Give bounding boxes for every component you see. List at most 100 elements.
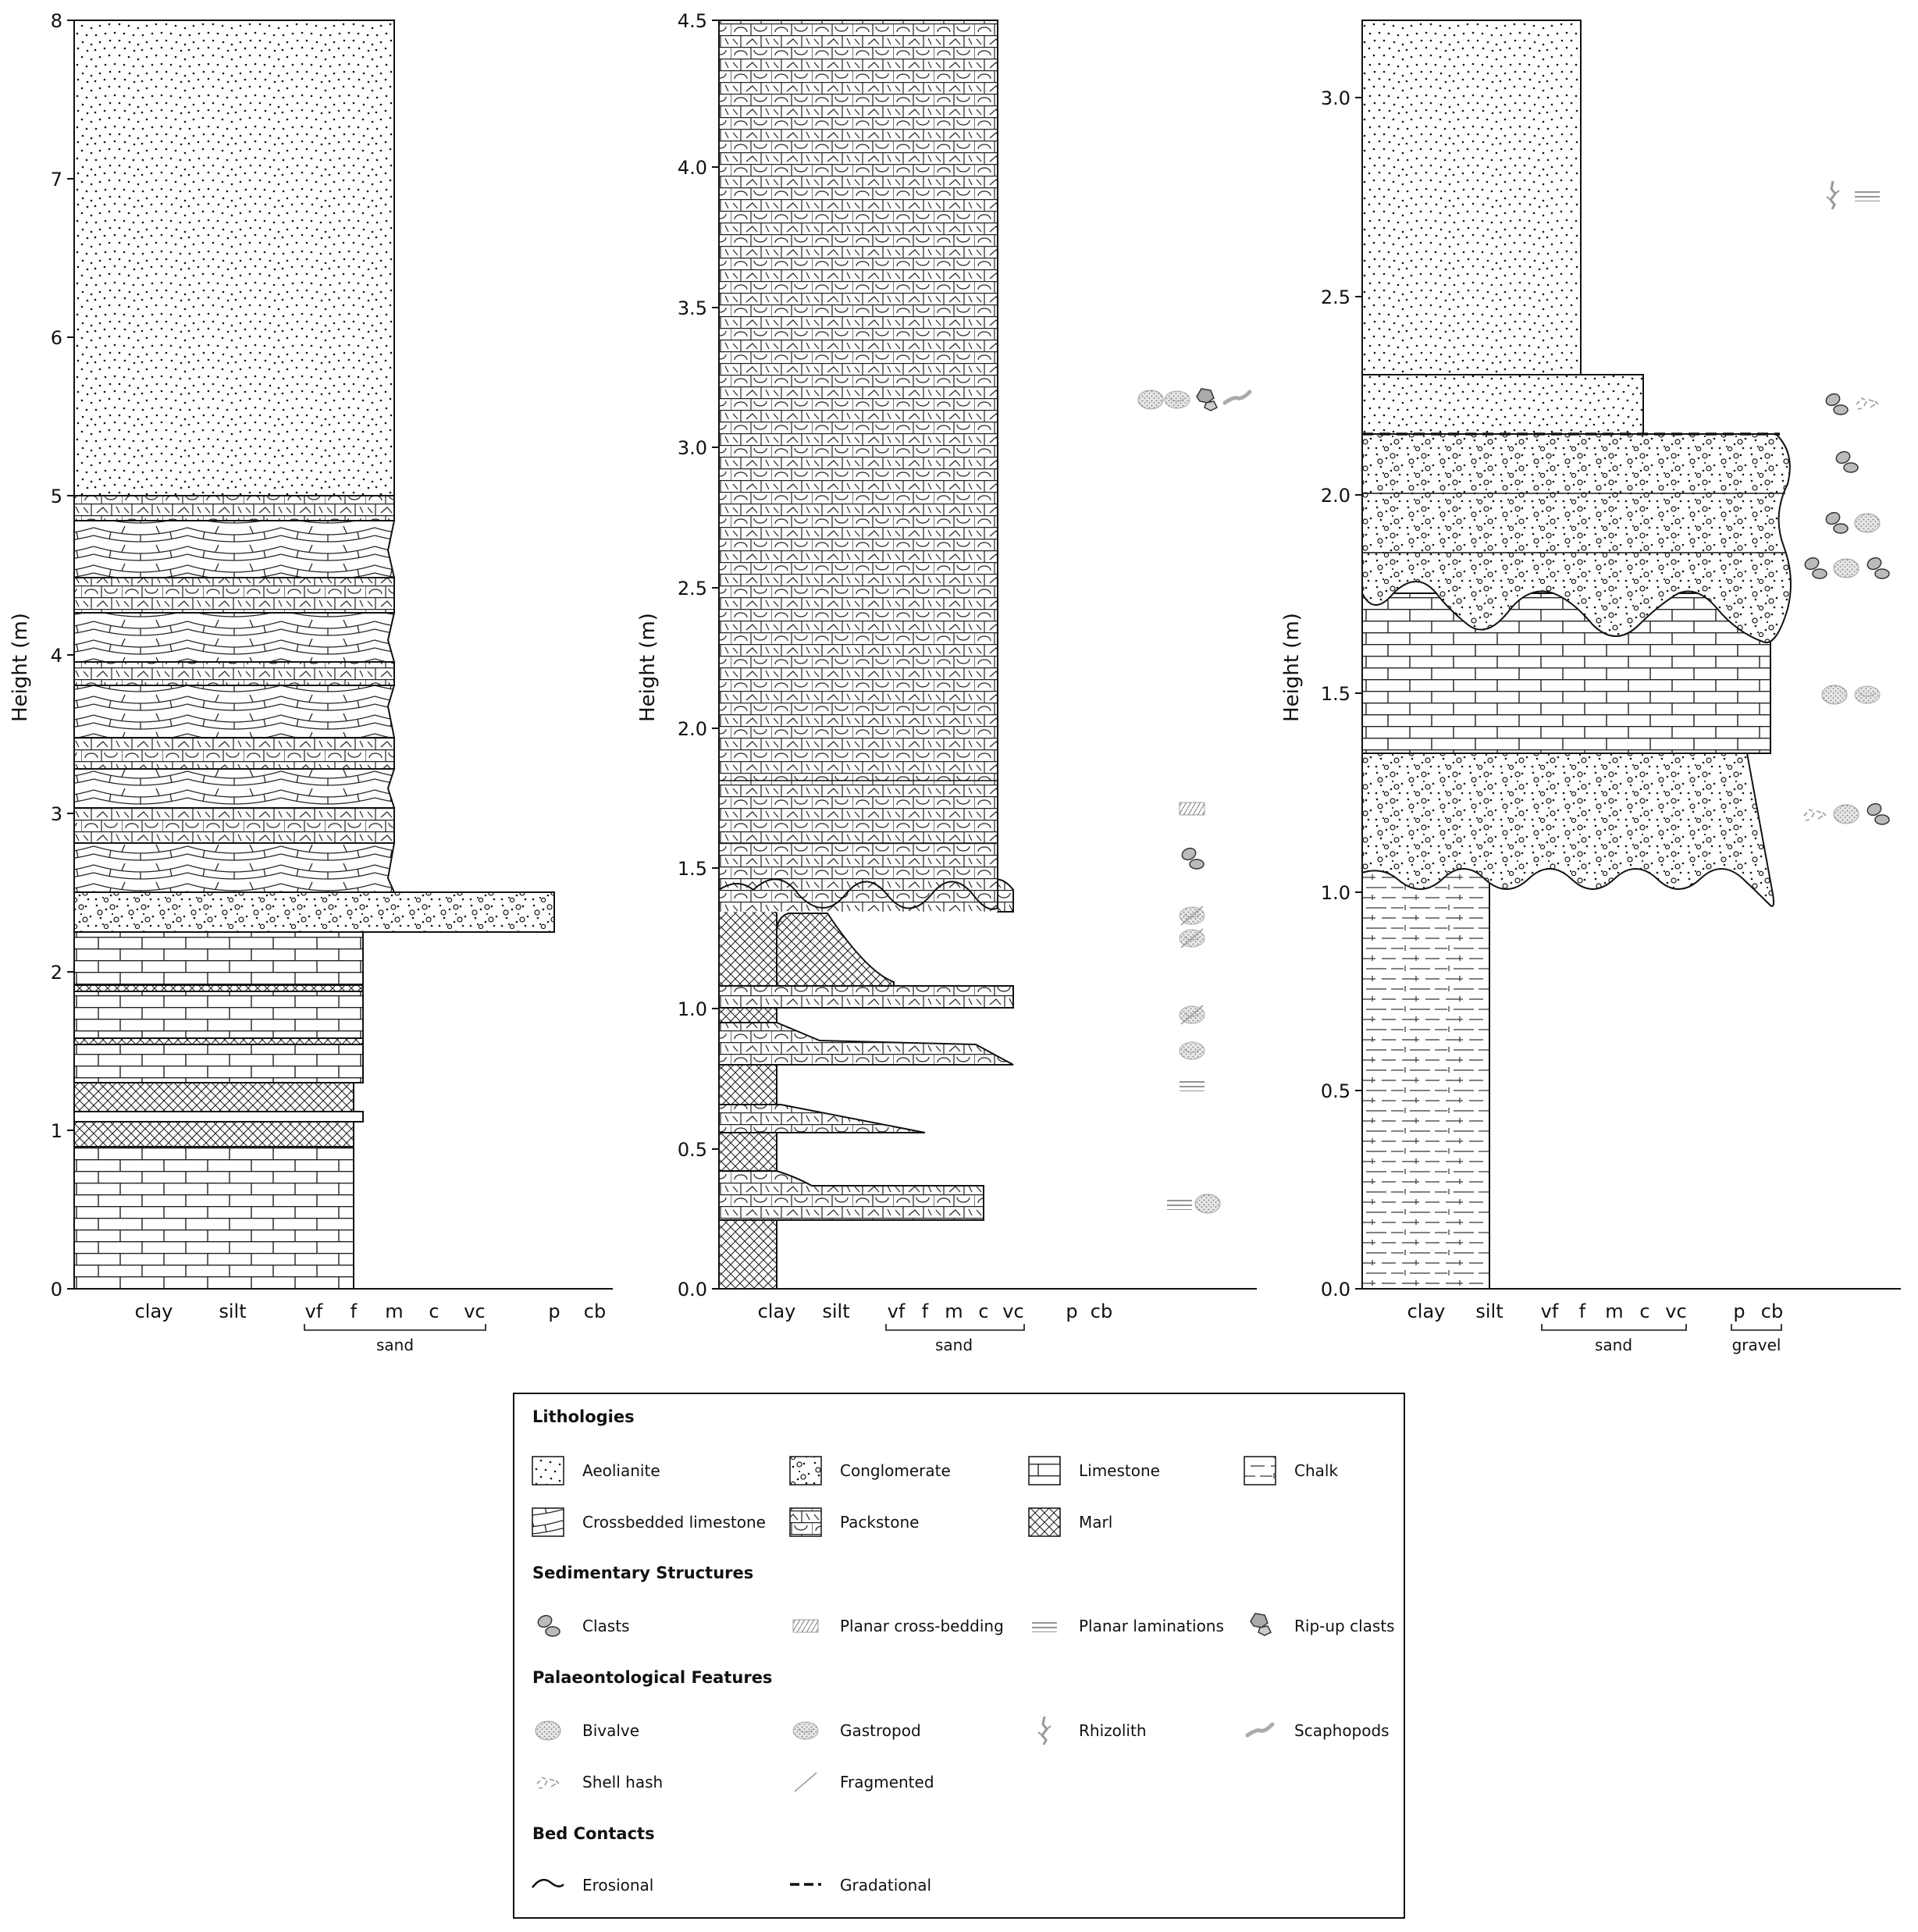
y-tick-label: 4.5 (678, 10, 707, 32)
clasts-icon (1865, 555, 1890, 579)
legend: Lithologies Sedimentary Structures Palae… (513, 1393, 1405, 1919)
grain-label: vc (1002, 1300, 1023, 1322)
bed-marl (73, 1037, 364, 1045)
legend-label: Fragmented (840, 1773, 934, 1791)
bed-limestone (73, 991, 364, 1039)
bed-packstone (73, 495, 395, 521)
legend-label: Erosional (582, 1876, 653, 1895)
bed-limestone (73, 1146, 354, 1290)
planar-cross-bedding-icon (1179, 802, 1205, 816)
y-tick-label: 0.5 (1321, 1080, 1350, 1102)
grain-label: silt (219, 1300, 246, 1322)
grain-label: p (1733, 1300, 1745, 1322)
bed-crossbedded-limestone (73, 520, 396, 578)
bed-crossbedded-limestone (73, 842, 396, 893)
y-axis-label: Height (m) (9, 613, 32, 722)
grain-label: f (351, 1300, 358, 1322)
conglomerate-swatch (789, 1456, 822, 1485)
column-2: 0.0 0.5 1.0 1.5 2.0 2.5 3.0 3.5 4.0 4.5 … (636, 10, 1257, 1354)
bivalve-icon (1821, 685, 1848, 705)
bed-marl (73, 1082, 354, 1112)
grain-label: cb (1091, 1300, 1112, 1322)
bivalve-icon (1194, 1194, 1221, 1214)
grain-label: vc (1665, 1300, 1686, 1322)
sand-bracket (1541, 1324, 1687, 1331)
grain-label: f (1579, 1300, 1586, 1322)
legend-section-title: Bed Contacts (532, 1824, 655, 1843)
planar-laminations-icon (1180, 1079, 1205, 1091)
grain-label: c (429, 1300, 439, 1322)
bed-limestone (73, 931, 364, 986)
bed-chalk (1361, 866, 1490, 1290)
planar-laminations-icon (1167, 1197, 1192, 1210)
legend-section-title: Sedimentary Structures (532, 1564, 753, 1582)
bed-packstone (73, 577, 395, 614)
grain-label: vf (305, 1300, 323, 1322)
bed-limestone (1361, 592, 1771, 754)
legend-label: Crossbedded limestone (582, 1513, 766, 1532)
y-tick-label: 5 (51, 486, 62, 507)
grain-label: silt (1475, 1300, 1503, 1322)
col3-features (1802, 180, 1890, 825)
grain-label: cb (584, 1300, 606, 1322)
group-label-sand: sand (376, 1336, 414, 1354)
bed-conglomerate (73, 891, 555, 933)
bed-aeolianite (73, 20, 395, 496)
erosional-contact-icon (532, 1878, 564, 1888)
y-tick-label: 8 (51, 10, 62, 32)
grain-label: clay (1407, 1300, 1446, 1322)
legend-label: Planar cross-bedding (840, 1617, 1004, 1635)
bed-packstone (718, 985, 1014, 1009)
y-tick-label: 2.0 (1321, 485, 1350, 507)
bivalve-icon (1833, 558, 1859, 578)
grain-label: c (1639, 1300, 1649, 1322)
y-tick-label: 2.0 (678, 718, 707, 740)
clasts-icon (1865, 801, 1890, 825)
legend-label: Planar laminations (1079, 1617, 1224, 1635)
grain-label: clay (135, 1300, 173, 1322)
bed-packstone (73, 737, 395, 770)
clasts-icon (1824, 510, 1849, 534)
bed-crossbedded-limestone (73, 612, 396, 663)
clasts-icon (1834, 449, 1859, 473)
grain-label: f (922, 1300, 929, 1322)
legend-label: Scaphopods (1294, 1721, 1390, 1740)
clasts-icon (1802, 555, 1827, 579)
bed-crossbedded-limestone (73, 768, 396, 809)
y-tick-label: 0.5 (678, 1139, 707, 1161)
column-3: 0.0 0.5 1.0 1.5 2.0 2.5 3.0 Height (m) c… (1280, 20, 1901, 1354)
planar-laminations-icon (1855, 189, 1880, 201)
bed-crossbedded-limestone (73, 685, 396, 738)
legend-section-title: Lithologies (532, 1407, 635, 1426)
legend-label: Gradational (840, 1876, 931, 1895)
sand-bracket (885, 1324, 1025, 1331)
shell-hash-icon (1856, 397, 1879, 410)
grain-label: m (385, 1300, 403, 1322)
col2-beds (718, 20, 1014, 1290)
aeolianite-swatch (532, 1456, 564, 1485)
y-tick-label: 3.5 (678, 297, 707, 319)
y-tick-label: 1.5 (678, 858, 707, 880)
y-tick-label: 1.5 (1321, 683, 1350, 705)
legend-label: Gastropod (840, 1721, 921, 1740)
planar-cross-bedding-icon (792, 1619, 819, 1633)
col1-y-axis (67, 20, 613, 1290)
gastropod-icon (792, 1721, 819, 1740)
planar-laminations-icon (1032, 1620, 1057, 1632)
chalk-swatch (1244, 1456, 1276, 1485)
y-tick-label: 3.0 (678, 437, 707, 459)
col2-y-axis (712, 20, 1257, 1290)
bed-packstone (718, 1022, 1014, 1066)
y-tick-label: 2.5 (678, 578, 707, 600)
column-1: 0 1 2 3 4 5 6 7 8 Height (m) clay silt v… (9, 10, 613, 1354)
legend-label: Limestone (1079, 1461, 1160, 1480)
y-tick-label: 2 (51, 962, 62, 984)
bed-packstone (73, 661, 395, 686)
legend-label: Rip-up clasts (1294, 1617, 1395, 1635)
grain-label: c (978, 1300, 988, 1322)
y-tick-label: 6 (51, 327, 62, 349)
y-tick-label: 0.0 (678, 1279, 707, 1300)
gastropod-icon (1854, 685, 1881, 704)
y-tick-label: 2.5 (1321, 286, 1350, 308)
